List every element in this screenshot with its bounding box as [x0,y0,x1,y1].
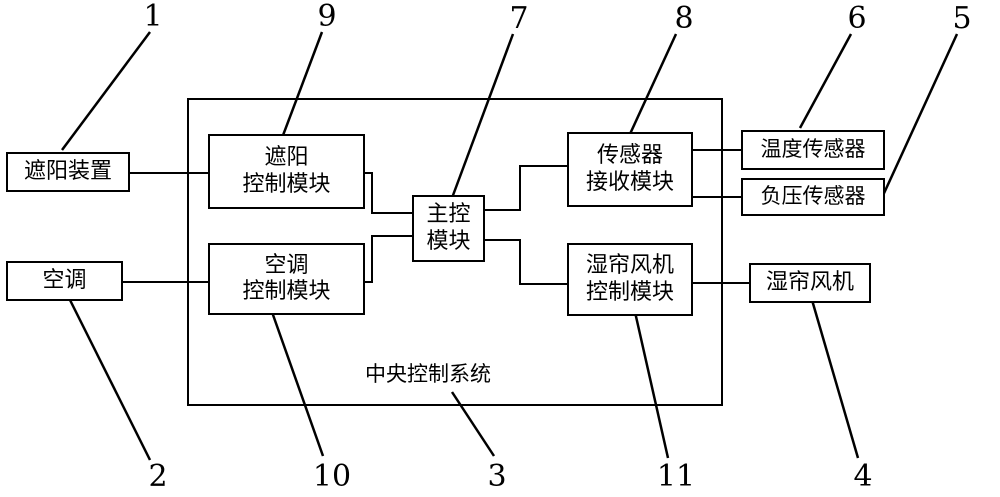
numeral-1: 1 [143,0,163,34]
leader-lines [60,31,959,461]
numeral-8: 8 [674,1,694,36]
curtain-fan-box: 湿帘风机 [749,263,871,303]
line-shade-control-to-main [365,172,412,214]
line-main-to-curtain-fan-control [485,239,567,285]
numeral-6: 6 [847,1,867,36]
pressure-sensor-box: 负压传感器 [741,178,885,216]
numeral-9: 9 [317,0,337,34]
ac-control-label-1: 空调 [264,252,309,278]
line-ac-control-to-main [365,235,412,283]
line-main-to-sensor-receive [485,165,567,211]
air-conditioner-label: 空调 [42,267,87,293]
main-control-box: 主控 模块 [412,195,485,262]
numeral-10: 10 [312,459,352,494]
curtain-fan-control-label-2: 控制模块 [585,279,674,305]
numeral-7: 7 [509,1,529,36]
sensor-receive-label-2: 接收模块 [585,169,674,195]
shade-control-label-2: 控制模块 [242,171,331,197]
sensor-receive-label-1: 传感器 [596,143,663,169]
air-conditioner-box: 空调 [6,261,123,301]
temp-sensor-label: 温度传感器 [760,137,866,162]
leader-10 [270,311,325,457]
central-system-frame [187,98,723,406]
main-control-label-1: 主控 [426,202,471,228]
ac-control-box: 空调 控制模块 [208,243,365,315]
numeral-2: 2 [148,459,168,494]
leader-7 [450,33,515,199]
numeral-5: 5 [952,1,972,36]
ac-control-label-2: 控制模块 [242,279,331,304]
leader-3 [450,391,496,457]
shade-control-label-1: 遮阳 [264,145,309,171]
central-system-label: 中央控制系统 [365,362,491,386]
leader-11 [633,311,670,459]
leader-8 [628,33,678,135]
numeral-3: 3 [487,459,507,494]
temp-sensor-box: 温度传感器 [741,130,885,170]
connection-lines [123,149,749,285]
shade-device-box: 遮阳装置 [6,152,130,192]
shade-control-box: 遮阳 控制模块 [208,134,365,209]
leader-6 [798,33,853,129]
leader-9 [280,31,324,139]
curtain-fan-control-box: 湿帘风机 控制模块 [567,243,693,316]
numeral-4: 4 [853,459,873,494]
leader-2 [68,299,152,461]
leader-1 [60,31,152,151]
shade-device-label: 遮阳装置 [23,158,112,184]
sensor-receive-box: 传感器 接收模块 [567,132,693,207]
numeral-11: 11 [656,459,696,494]
leader-5 [878,33,959,203]
curtain-fan-control-label-1: 湿帘风机 [585,253,674,279]
main-control-label-2: 模块 [426,228,471,254]
leader-4 [810,299,860,459]
pressure-sensor-label: 负压传感器 [760,184,866,209]
curtain-fan-label: 湿帘风机 [765,269,854,295]
